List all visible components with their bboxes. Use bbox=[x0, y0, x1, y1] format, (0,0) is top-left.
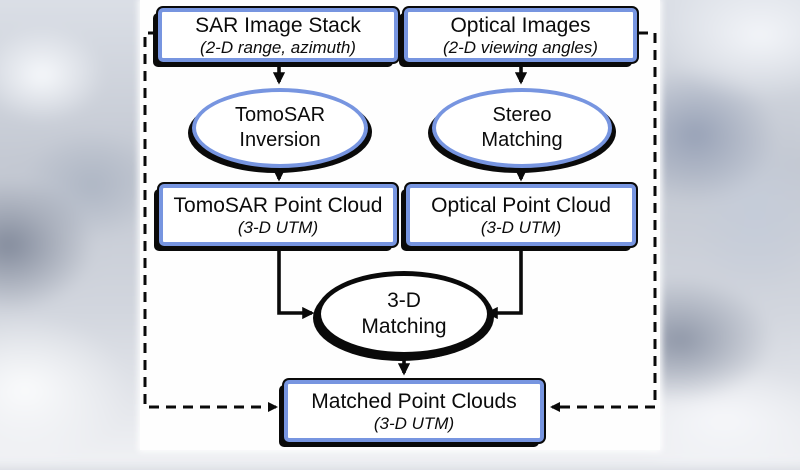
node-title: Optical Point Cloud bbox=[431, 193, 611, 217]
arrow-tomosar-pc-to-3d-matching bbox=[277, 246, 315, 320]
node-3d-matching: 3-D Matching bbox=[316, 271, 492, 357]
node-optical-point-cloud: Optical Point Cloud (3-D UTM) bbox=[406, 184, 636, 246]
node-title: SAR Image Stack bbox=[195, 13, 361, 37]
node-title: TomoSAR Point Cloud bbox=[173, 193, 383, 217]
node-label-line2: Matching bbox=[481, 129, 563, 151]
node-label-line1: TomoSAR bbox=[234, 104, 326, 126]
node-matched-point-clouds: Matched Point Clouds (3-D UTM) bbox=[284, 380, 544, 442]
node-title: Matched Point Clouds bbox=[311, 389, 517, 413]
node-tomosar-point-cloud: TomoSAR Point Cloud (3-D UTM) bbox=[159, 184, 397, 246]
node-stereo-matching: Stereo Matching bbox=[432, 88, 612, 168]
node-label-line2: Inversion bbox=[239, 129, 321, 151]
node-label-line1: Stereo bbox=[492, 104, 552, 126]
node-sar-image-stack: SAR Image Stack (2-D range, azimuth) bbox=[158, 8, 398, 62]
flowchart: SAR Image Stack (2-D range, azimuth) Opt… bbox=[143, 8, 657, 442]
node-optical-images: Optical Images (2-D viewing angles) bbox=[404, 8, 637, 62]
node-subtitle: (3-D UTM) bbox=[480, 217, 562, 237]
node-tomosar-inversion: TomoSAR Inversion bbox=[192, 88, 368, 168]
node-subtitle: (3-D UTM) bbox=[373, 413, 455, 433]
node-subtitle: (3-D UTM) bbox=[237, 217, 319, 237]
node-label-line2: Matching bbox=[361, 315, 447, 338]
node-title: Optical Images bbox=[450, 13, 591, 37]
node-label-line1: 3-D bbox=[387, 289, 421, 312]
arrow-optical-pc-to-3d-matching bbox=[485, 246, 523, 320]
node-subtitle: (2-D range, azimuth) bbox=[200, 37, 356, 57]
node-subtitle: (2-D viewing angles) bbox=[443, 37, 598, 57]
